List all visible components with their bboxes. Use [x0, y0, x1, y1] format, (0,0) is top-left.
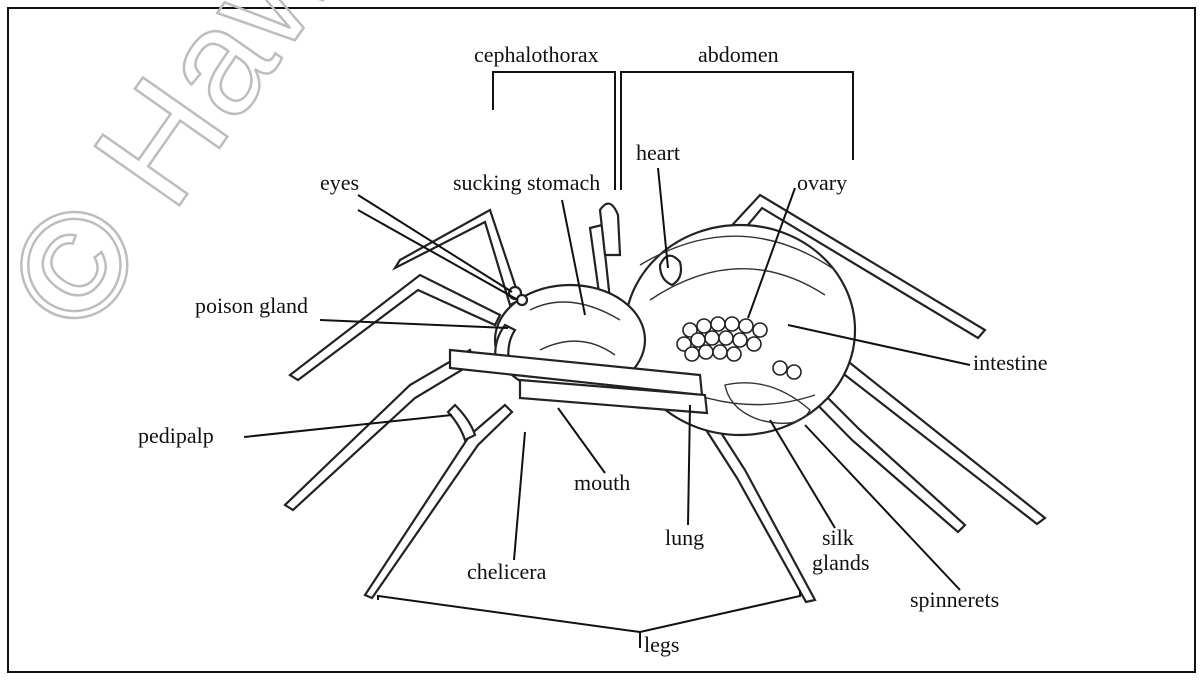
- label-glands: glands: [812, 550, 869, 575]
- label-mouth: mouth: [574, 470, 630, 495]
- label-lung: lung: [665, 525, 704, 550]
- label-pedipalp: pedipalp: [138, 423, 214, 448]
- label-ovary: ovary: [797, 170, 847, 195]
- label-silk: silk: [822, 525, 854, 550]
- label-spinnerets: spinnerets: [910, 587, 999, 612]
- label-sucking-stomach: sucking stomach: [453, 170, 600, 195]
- label-eyes: eyes: [320, 170, 359, 195]
- label-legs: legs: [644, 632, 679, 657]
- label-cephalothorax: cephalothorax: [474, 42, 599, 67]
- label-intestine: intestine: [973, 350, 1048, 375]
- label-poison-gland: poison gland: [195, 293, 308, 318]
- label-abdomen: abdomen: [698, 42, 779, 67]
- label-chelicera: chelicera: [467, 559, 547, 584]
- label-heart: heart: [636, 140, 680, 165]
